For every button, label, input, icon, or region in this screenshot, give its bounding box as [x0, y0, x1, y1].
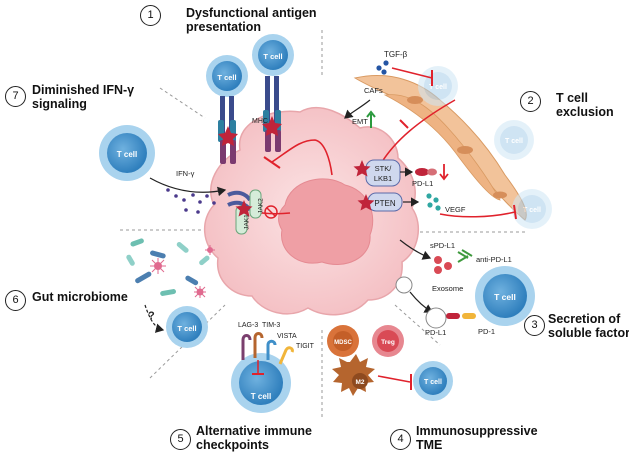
t-cell-label: T cell: [177, 324, 196, 333]
section-title-1-line1: Dysfunctional antigen: [186, 6, 317, 20]
vegf-group: VEGF: [403, 193, 517, 220]
pd-l1-intracellular: PD-L1: [400, 164, 449, 188]
m2-label: M2: [355, 379, 364, 386]
section-title-5: Alternative immune checkpoints: [196, 424, 312, 452]
lag3-label: LAG-3: [238, 322, 258, 329]
t-cell-tme: T cell: [413, 361, 453, 401]
divider-bottom-right: [394, 304, 441, 346]
t-cell-pd1: T cell: [475, 266, 535, 326]
t-cell-excluded-2: T cell: [494, 120, 534, 160]
t-cell-label: T cell: [429, 84, 447, 91]
t-cell-label: T cell: [523, 207, 541, 214]
treg-cell: Treg: [372, 325, 404, 357]
ifn-label: IFN-γ: [176, 169, 195, 178]
section-number-6: 6: [5, 290, 26, 311]
t-cell-ifn: T cell: [99, 125, 155, 181]
treg-label: Treg: [381, 339, 395, 346]
t-cell-label: T cell: [117, 150, 137, 159]
mhc-label: MHC: [252, 118, 268, 125]
stk-lkb1-group: STK/ LKB1: [353, 159, 401, 187]
jak2-label: JAK2: [258, 198, 265, 214]
section-title-6-line1: Gut microbiome: [32, 290, 128, 304]
section-title-2: T cell exclusion: [556, 91, 614, 119]
pten-group: PTEN: [357, 192, 403, 212]
section-number-3: 3: [524, 315, 545, 336]
t-cell-excluded-3: T cell: [512, 189, 552, 229]
m2-macrophage: M2: [332, 354, 412, 396]
caf-arrow: [344, 99, 371, 119]
pd-1-label: PD-1: [478, 327, 495, 336]
section-title-5-line1: Alternative immune: [196, 424, 313, 438]
t-cell-label: T cell: [424, 379, 442, 386]
mdsc-label: MDSC: [334, 340, 352, 346]
emt-label: EMT: [352, 117, 368, 126]
checkpoint-receptors: LAG-3 TIM-3 VISTA TIGIT: [238, 322, 315, 375]
section-title-3: Secretion of soluble factors: [548, 312, 629, 340]
lkb1-label: LKB1: [374, 174, 392, 183]
section-title-6: Gut microbiome: [32, 290, 128, 304]
section-title-2-line1: T cell: [556, 91, 588, 105]
section-number-5: 5: [170, 429, 191, 450]
section-number-4: 4: [390, 429, 411, 450]
tigit-label: TIGIT: [296, 343, 315, 350]
exosome-label: Exosome: [432, 284, 463, 293]
t-cell-microbiome: T cell: [166, 306, 208, 348]
t-cell-label: T cell: [263, 52, 282, 61]
t-cell-checkpoints: T cell: [231, 353, 291, 413]
section-title-1-line2: presentation: [186, 20, 262, 34]
cafs-label: CAFs: [364, 86, 383, 95]
mdsc-cell: MDSC: [327, 325, 359, 357]
t-cell-label: T cell: [251, 392, 271, 401]
section-title-5-line2: checkpoints: [196, 438, 269, 452]
section-title-7-line1: Diminished IFN-γ: [32, 83, 135, 97]
tumor-nucleus: [277, 178, 374, 265]
spd-l1-group: sPD-L1 anti-PD-L1: [399, 239, 512, 274]
section-title-7: Diminished IFN-γ signaling: [32, 83, 134, 111]
section-title-2-line2: exclusion: [556, 105, 614, 119]
section-title-4-line1: Immunosuppressive: [416, 424, 538, 438]
exosome-group: Exosome PD-L1 PD-1: [395, 276, 495, 337]
stk-label: STK/: [375, 164, 393, 173]
pd-l1-exosome-label: PD-L1: [425, 328, 446, 337]
tcr-mhc-complex: MHC: [218, 76, 282, 164]
inhibit-bar-mhc: [263, 156, 281, 169]
section-title-4: Immunosuppressive TME: [416, 424, 538, 452]
tumor-cell: [203, 106, 420, 316]
section-number-1: 1: [140, 5, 161, 26]
pd-l1-label: PD-L1: [412, 179, 433, 188]
ifn-group: IFN-γ: [149, 169, 227, 214]
spd-l1-label: sPD-L1: [430, 241, 455, 250]
t-cell-label: T cell: [494, 292, 516, 302]
t-cell-label: T cell: [505, 138, 523, 145]
section-title-4-line2: TME: [416, 438, 443, 452]
section-title-7-line2: signaling: [32, 97, 87, 111]
t-cell-top-right: T cell: [252, 34, 294, 76]
gut-microbiome: ?: [126, 238, 215, 333]
jak1-label: JAK1: [244, 214, 251, 230]
section-dividers: [120, 30, 525, 420]
inhibit-line-mhc: [271, 139, 333, 176]
t-cell-excluded-1: T cell: [418, 66, 458, 106]
inhibit-line-stk: [379, 99, 456, 166]
vegf-label: VEGF: [445, 205, 466, 214]
tgf-b-group: TGF-β: [376, 50, 433, 86]
tgf-b-label: TGF-β: [384, 50, 408, 59]
jak-receptor: JAK1 JAK2: [227, 189, 291, 235]
t-cell-label: T cell: [217, 73, 236, 82]
section-number-7: 7: [5, 86, 26, 107]
section-title-3-line1: Secretion of: [548, 312, 621, 326]
t-cell-top-left: T cell: [206, 55, 248, 97]
section-title-1: Dysfunctional antigen presentation: [186, 6, 317, 34]
vista-label: VISTA: [277, 333, 297, 340]
question-mark: ?: [148, 310, 155, 322]
tim3-label: TIM-3: [262, 322, 280, 329]
section-number-2: 2: [520, 91, 541, 112]
section-title-3-line2: soluble factors: [548, 326, 629, 340]
pten-label: PTEN: [374, 199, 396, 208]
anti-pd-l1-label: anti-PD-L1: [476, 255, 512, 264]
divider-top-left: [159, 87, 206, 119]
